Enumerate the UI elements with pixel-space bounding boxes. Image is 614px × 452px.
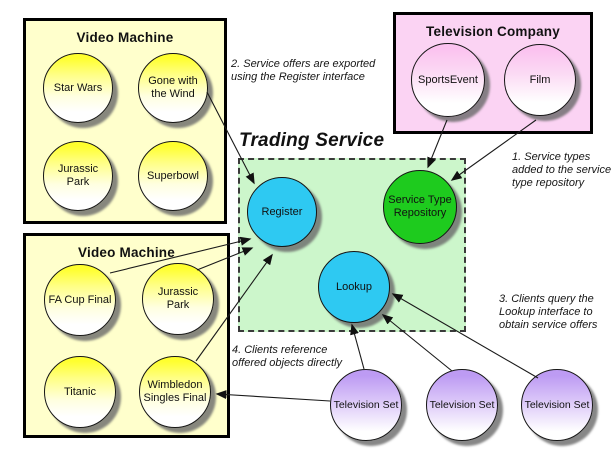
annotation-line: type repository: [512, 177, 585, 189]
node-label: Star Wars: [53, 81, 103, 94]
annotation-line: 3. Clients query the: [499, 293, 594, 305]
node-label: SportsEvent: [418, 73, 478, 86]
node-fa-cup-final: FA Cup Final: [44, 264, 116, 336]
node-label: Service Type Repository: [388, 194, 452, 219]
node-label: FA Cup Final: [48, 293, 112, 306]
node-jurassic-park-top: Jurassic Park: [43, 141, 113, 211]
annotation-line: 2. Service offers are exported: [231, 58, 376, 70]
annotation-line: obtain service offers: [499, 319, 598, 331]
node-sportsevent: SportsEvent: [411, 43, 485, 117]
annotation-3: 3. Clients query the Lookup interface to…: [499, 293, 611, 332]
annotation-1: 1. Service types added to the service ty…: [512, 151, 614, 190]
node-television-set-2: Television Set: [426, 369, 498, 441]
node-label: Superbowl: [147, 169, 199, 182]
node-star-wars: Star Wars: [43, 53, 113, 123]
node-label: Register: [261, 205, 303, 218]
annotation-line: 4. Clients reference: [232, 344, 328, 356]
annotation-line: using the Register interface: [231, 71, 365, 83]
node-superbowl: Superbowl: [138, 141, 208, 211]
annotation-line: 1. Service types: [512, 151, 591, 163]
annotation-line: offered objects directly: [232, 357, 343, 369]
node-label: Television Set: [429, 398, 495, 411]
node-label: Jurassic Park: [57, 163, 99, 188]
node-label: Wimbledon Singles Final: [143, 379, 207, 404]
node-label: Television Set: [333, 398, 399, 411]
node-jurassic-park-bottom: Jurassic Park: [142, 263, 214, 335]
arrow-tv1-to-wimbledon: [215, 390, 331, 402]
node-gone-with-the-wind: Gone with the Wind: [138, 53, 208, 123]
annotation-2: 2. Service offers are exported using the…: [231, 58, 391, 84]
node-label: Jurassic Park: [157, 286, 199, 311]
node-label: Gone with the Wind: [148, 75, 198, 100]
node-wimbledon-singles-final: Wimbledon Singles Final: [139, 356, 211, 428]
node-service-type-repository: Service Type Repository: [383, 170, 457, 244]
annotation-4: 4. Clients reference offered objects dir…: [232, 344, 362, 370]
node-label: Film: [529, 73, 551, 86]
node-label: Lookup: [335, 280, 373, 293]
node-label: Television Set: [524, 398, 590, 411]
node-register: Register: [247, 177, 317, 247]
node-label: Titanic: [64, 385, 96, 398]
node-television-set-1: Television Set: [330, 369, 402, 441]
trading-service-title: Trading Service: [239, 130, 385, 151]
node-titanic: Titanic: [44, 356, 116, 428]
node-lookup: Lookup: [318, 251, 390, 323]
node-film: Film: [504, 44, 576, 116]
annotation-line: added to the service: [512, 164, 612, 176]
annotation-line: Lookup interface to: [499, 306, 593, 318]
node-television-set-3: Television Set: [521, 369, 593, 441]
video-machine-top-title: Video Machine: [76, 30, 174, 45]
television-company-title: Television Company: [426, 24, 560, 39]
video-machine-bottom-title: Video Machine: [78, 245, 175, 260]
